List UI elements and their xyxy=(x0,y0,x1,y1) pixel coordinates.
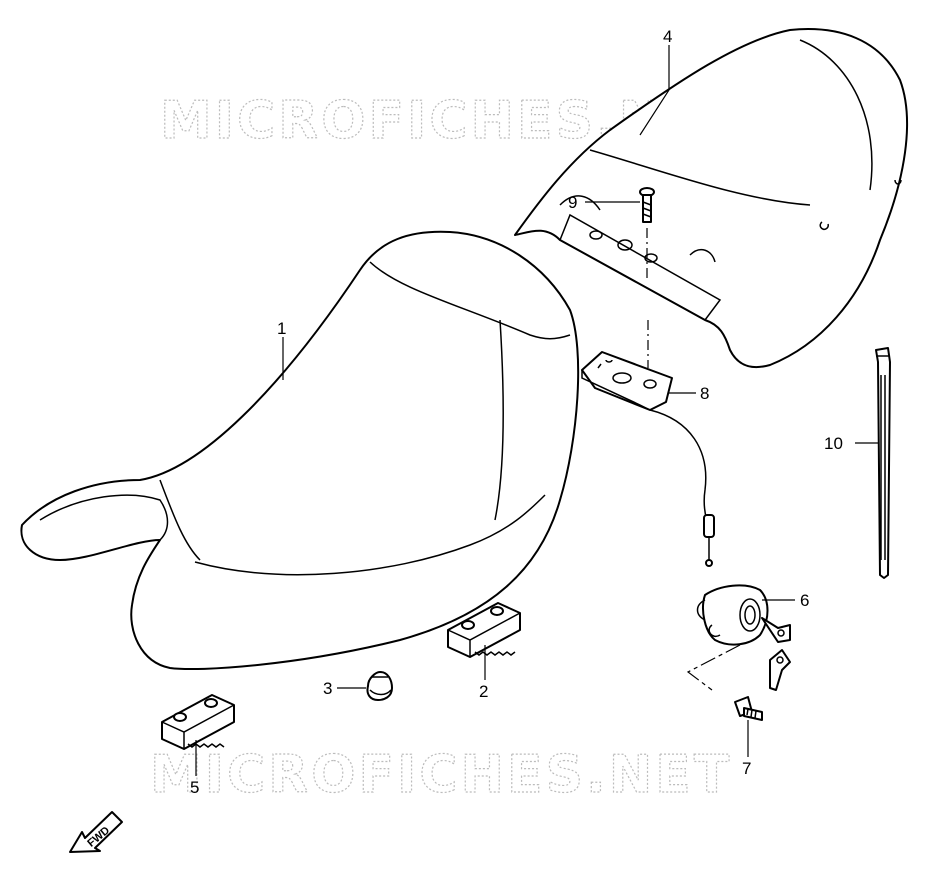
callout-3: 3 xyxy=(323,679,332,698)
callout-9: 9 xyxy=(568,193,577,212)
forward-direction-arrow: FWD xyxy=(69,811,123,853)
callout-5: 5 xyxy=(190,778,199,797)
seat-lock-bracket[interactable] xyxy=(581,351,715,567)
rubber-cushion-part-3[interactable] xyxy=(366,671,393,701)
callout-8: 8 xyxy=(700,384,709,403)
cable-tie[interactable] xyxy=(875,347,891,579)
watermark-bottom: MICROFICHES.NET xyxy=(150,745,732,805)
leader-lines xyxy=(195,45,878,776)
callout-10: 10 xyxy=(824,434,843,453)
bolt-part-9[interactable] xyxy=(639,187,655,280)
screw-part-7[interactable] xyxy=(734,696,763,721)
callout-2: 2 xyxy=(479,682,488,701)
front-seat[interactable] xyxy=(20,230,580,671)
rear-seat[interactable] xyxy=(514,28,909,369)
callout-7: 7 xyxy=(742,759,751,778)
callout-4: 4 xyxy=(663,27,672,46)
callout-1: 1 xyxy=(277,319,286,338)
seat-lock-assembly[interactable] xyxy=(686,584,791,691)
callout-6: 6 xyxy=(800,591,809,610)
rubber-damper-part-2[interactable] xyxy=(447,602,521,658)
rubber-damper-part-5[interactable] xyxy=(161,694,235,750)
